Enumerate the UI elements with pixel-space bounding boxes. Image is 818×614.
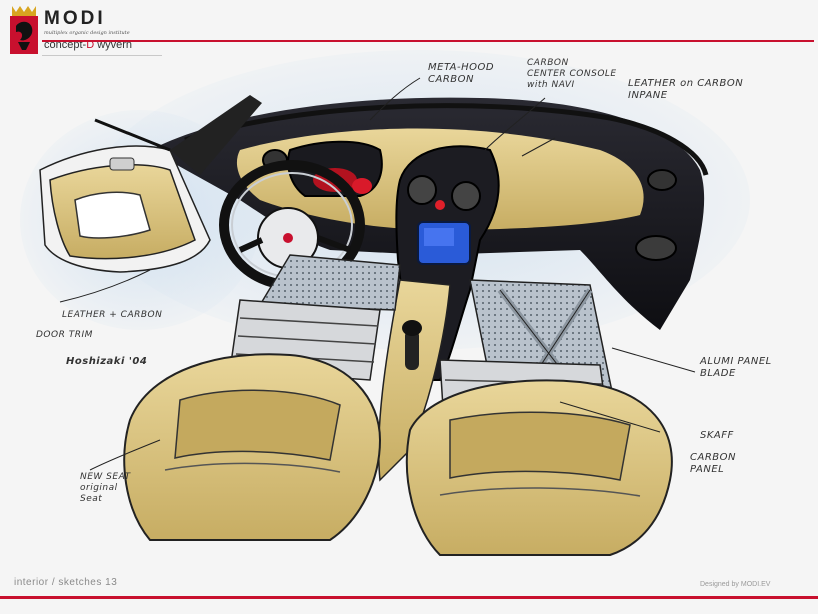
a-pillar <box>170 95 262 175</box>
console-vent-left <box>407 175 437 205</box>
footer-credit: Designed by MODI.EV <box>700 581 771 588</box>
footer-rule <box>0 596 818 599</box>
floor-panel-left <box>258 254 401 311</box>
note-leather-inpane: LEATHER on CARBON INPANE <box>628 78 744 101</box>
vent-right-upper <box>647 169 677 191</box>
note-meta-hood: META-HOOD CARBON <box>428 62 495 85</box>
note-center-console: CARBON CENTER CONSOLE with NAVI <box>527 58 617 90</box>
note-scuff: SKAFF <box>700 430 734 441</box>
vent-right-lower <box>635 235 677 261</box>
note-signature: Hoshizaki '04 <box>66 356 148 367</box>
console-vent-right <box>451 181 481 211</box>
console-tunnel <box>377 279 451 482</box>
footer-section-label: interior / sketches 13 <box>14 577 118 588</box>
gear-shifter <box>405 330 419 370</box>
note-door-trim: DOOR TRIM <box>36 330 93 340</box>
brand-tagline: multiplex organic design institute <box>44 30 130 36</box>
note-carbon-panel: CARBON PANEL <box>690 452 736 475</box>
brand-crest-icon <box>10 6 38 54</box>
brand-block: MODI multiplex organic design institute … <box>44 8 154 51</box>
concept-prefix: concept- <box>44 39 87 51</box>
concept-accent: D <box>86 39 95 51</box>
note-leather-carbon: LEATHER + CARBON <box>62 310 163 320</box>
concept-suffix: wyvern <box>94 39 133 51</box>
note-new-seat: NEW SEAT original Seat <box>80 472 131 504</box>
header-rule <box>42 40 814 42</box>
brand-name: MODI <box>44 8 106 29</box>
console-red-button <box>435 200 445 210</box>
concept-title: concept-D wyvern <box>44 39 154 51</box>
header-subrule <box>42 55 162 56</box>
note-alumi-panel: ALUMI PANEL BLADE <box>700 356 772 379</box>
